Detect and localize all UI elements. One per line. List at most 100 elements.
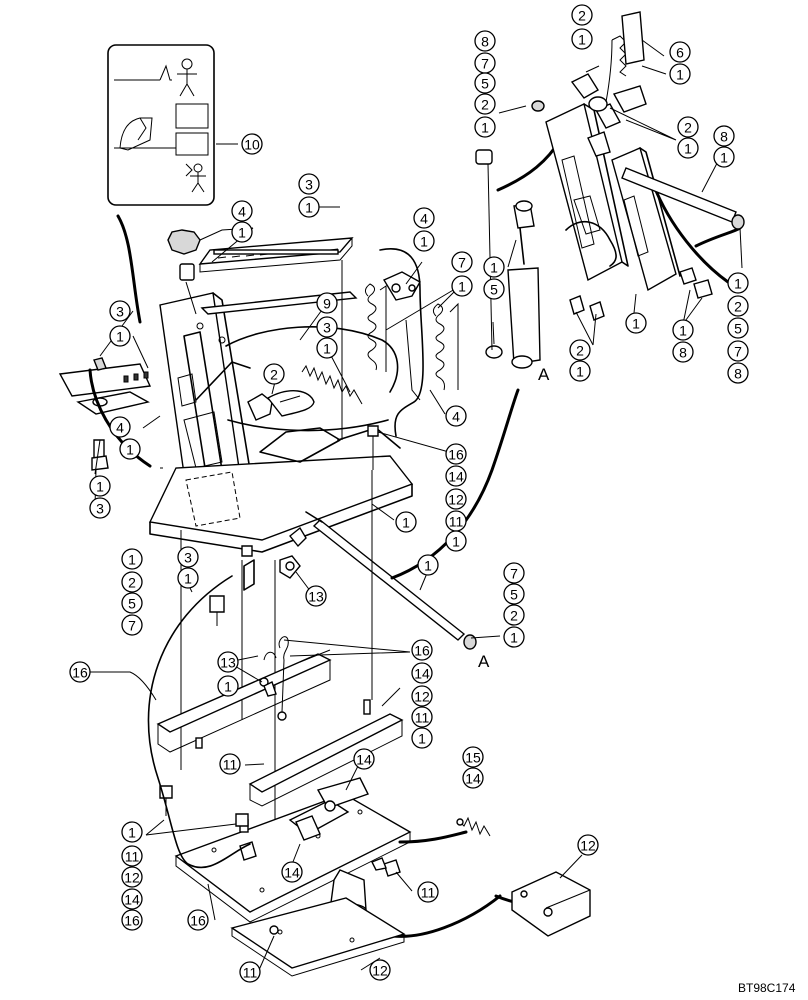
callout-bubble: 1 xyxy=(483,256,505,278)
callout-number: 13 xyxy=(308,589,324,605)
callout-number: 14 xyxy=(414,666,430,682)
callout-bubble: 13 xyxy=(305,585,327,607)
callout-number: 11 xyxy=(243,965,258,981)
callout-circle xyxy=(217,675,239,697)
latch-cable-upper xyxy=(379,248,424,437)
callout-number: 5 xyxy=(490,282,498,298)
callout-number: 7 xyxy=(458,255,466,271)
bolt-group xyxy=(209,425,379,626)
callout-number: 1 xyxy=(632,316,640,332)
callout-circle xyxy=(474,72,496,94)
callout-bubble: 1 xyxy=(119,438,141,460)
callout-bubble: 11 xyxy=(121,845,143,867)
callout-circle xyxy=(121,888,143,910)
callout-bubble: 1 xyxy=(121,821,143,843)
callout-circle xyxy=(411,685,433,707)
callout-bubble: 14 xyxy=(353,748,375,770)
callout-circle xyxy=(109,325,131,347)
callout-bubble: 13 xyxy=(217,651,239,673)
callout-bubble: 12 xyxy=(369,959,391,981)
callout-bubble: 3 xyxy=(316,316,338,338)
callout-circle xyxy=(241,133,263,155)
callout-circle xyxy=(672,319,694,341)
callout-circle xyxy=(413,207,435,229)
callout-circle xyxy=(239,961,261,983)
callout-number: 5 xyxy=(481,76,489,92)
callout-number: 16 xyxy=(190,913,206,929)
callout-bubble: 1 xyxy=(445,530,467,552)
callout-bubble: 8 xyxy=(713,125,735,147)
callout-circle xyxy=(121,592,143,614)
callout-circle xyxy=(451,251,473,273)
callout-bubble: 14 xyxy=(462,767,484,789)
callout-bubble: 1 xyxy=(571,28,593,50)
callout-bubble: 1 xyxy=(474,116,496,138)
callout-number: 7 xyxy=(128,618,136,634)
mounting-bracket xyxy=(511,871,591,937)
callout-circle xyxy=(483,278,505,300)
callout-bubble: 1 xyxy=(231,221,253,243)
callout-circle xyxy=(727,317,749,339)
callout-bubble: 2 xyxy=(263,363,285,385)
callout-number: 1 xyxy=(734,276,742,292)
callout-circle xyxy=(445,405,467,427)
callout-number: 1 xyxy=(684,141,692,157)
seat-slide-channel xyxy=(198,237,358,315)
callout-number: 16 xyxy=(414,643,430,659)
callout-circle xyxy=(727,362,749,384)
callout-bubble: 1 xyxy=(569,360,591,382)
callout-number: 3 xyxy=(323,320,331,336)
callout-circle xyxy=(669,63,691,85)
callout-bubble: 1 xyxy=(727,272,749,294)
callout-circle xyxy=(411,639,433,661)
callout-circle xyxy=(121,821,143,843)
callout-bubble: 6 xyxy=(669,41,691,63)
callout-circle xyxy=(727,272,749,294)
operator-decal xyxy=(107,44,215,206)
callout-circle xyxy=(187,909,209,931)
callout-circle xyxy=(577,834,599,856)
callout-number: 1 xyxy=(96,479,104,495)
callout-bubble: 1 xyxy=(109,325,131,347)
callout-number: 4 xyxy=(116,420,124,436)
tension-spring xyxy=(456,816,491,837)
spring-hanger xyxy=(382,271,421,301)
callout-number: 12 xyxy=(372,963,388,979)
callout-bubble: 4 xyxy=(445,405,467,427)
callout-number: 8 xyxy=(720,129,728,145)
callout-circle xyxy=(177,546,199,568)
callout-bubble: 15 xyxy=(462,746,484,768)
callout-number: 1 xyxy=(128,552,136,568)
callout-number: 1 xyxy=(578,32,586,48)
callout-bubble: 3 xyxy=(177,546,199,568)
small-clips xyxy=(531,100,713,321)
callout-number: 1 xyxy=(481,120,489,136)
callout-bubble: 5 xyxy=(503,583,525,605)
callout-bubble: 1 xyxy=(121,548,143,570)
callout-circle xyxy=(217,651,239,673)
view-letter-a-upper: A xyxy=(538,365,550,384)
callout-circle xyxy=(677,116,699,138)
callout-bubble: 14 xyxy=(445,465,467,487)
callout-number: 1 xyxy=(184,571,192,587)
callout-bubble: 1 xyxy=(672,319,694,341)
callout-number: 12 xyxy=(448,492,464,508)
callout-circle xyxy=(121,845,143,867)
seat-slide-rails-lower xyxy=(156,649,404,807)
callout-layer: 1031413141131257312931417141614121111131… xyxy=(69,4,749,983)
callout-number: 14 xyxy=(284,865,300,881)
callout-bubble: 5 xyxy=(727,317,749,339)
callout-circle xyxy=(109,416,131,438)
callout-bubble: 1 xyxy=(316,337,338,359)
callout-number: 4 xyxy=(452,409,460,425)
callout-number: 2 xyxy=(128,575,136,591)
callout-circle xyxy=(316,316,338,338)
callout-number: 1 xyxy=(490,260,498,276)
callout-number: 7 xyxy=(510,566,518,582)
callout-circle xyxy=(503,562,525,584)
callout-bubble: 7 xyxy=(503,562,525,584)
callout-number: 11 xyxy=(415,710,430,726)
callout-bubble: 4 xyxy=(109,416,131,438)
callout-number: 8 xyxy=(679,345,687,361)
callout-number: 10 xyxy=(244,137,260,153)
